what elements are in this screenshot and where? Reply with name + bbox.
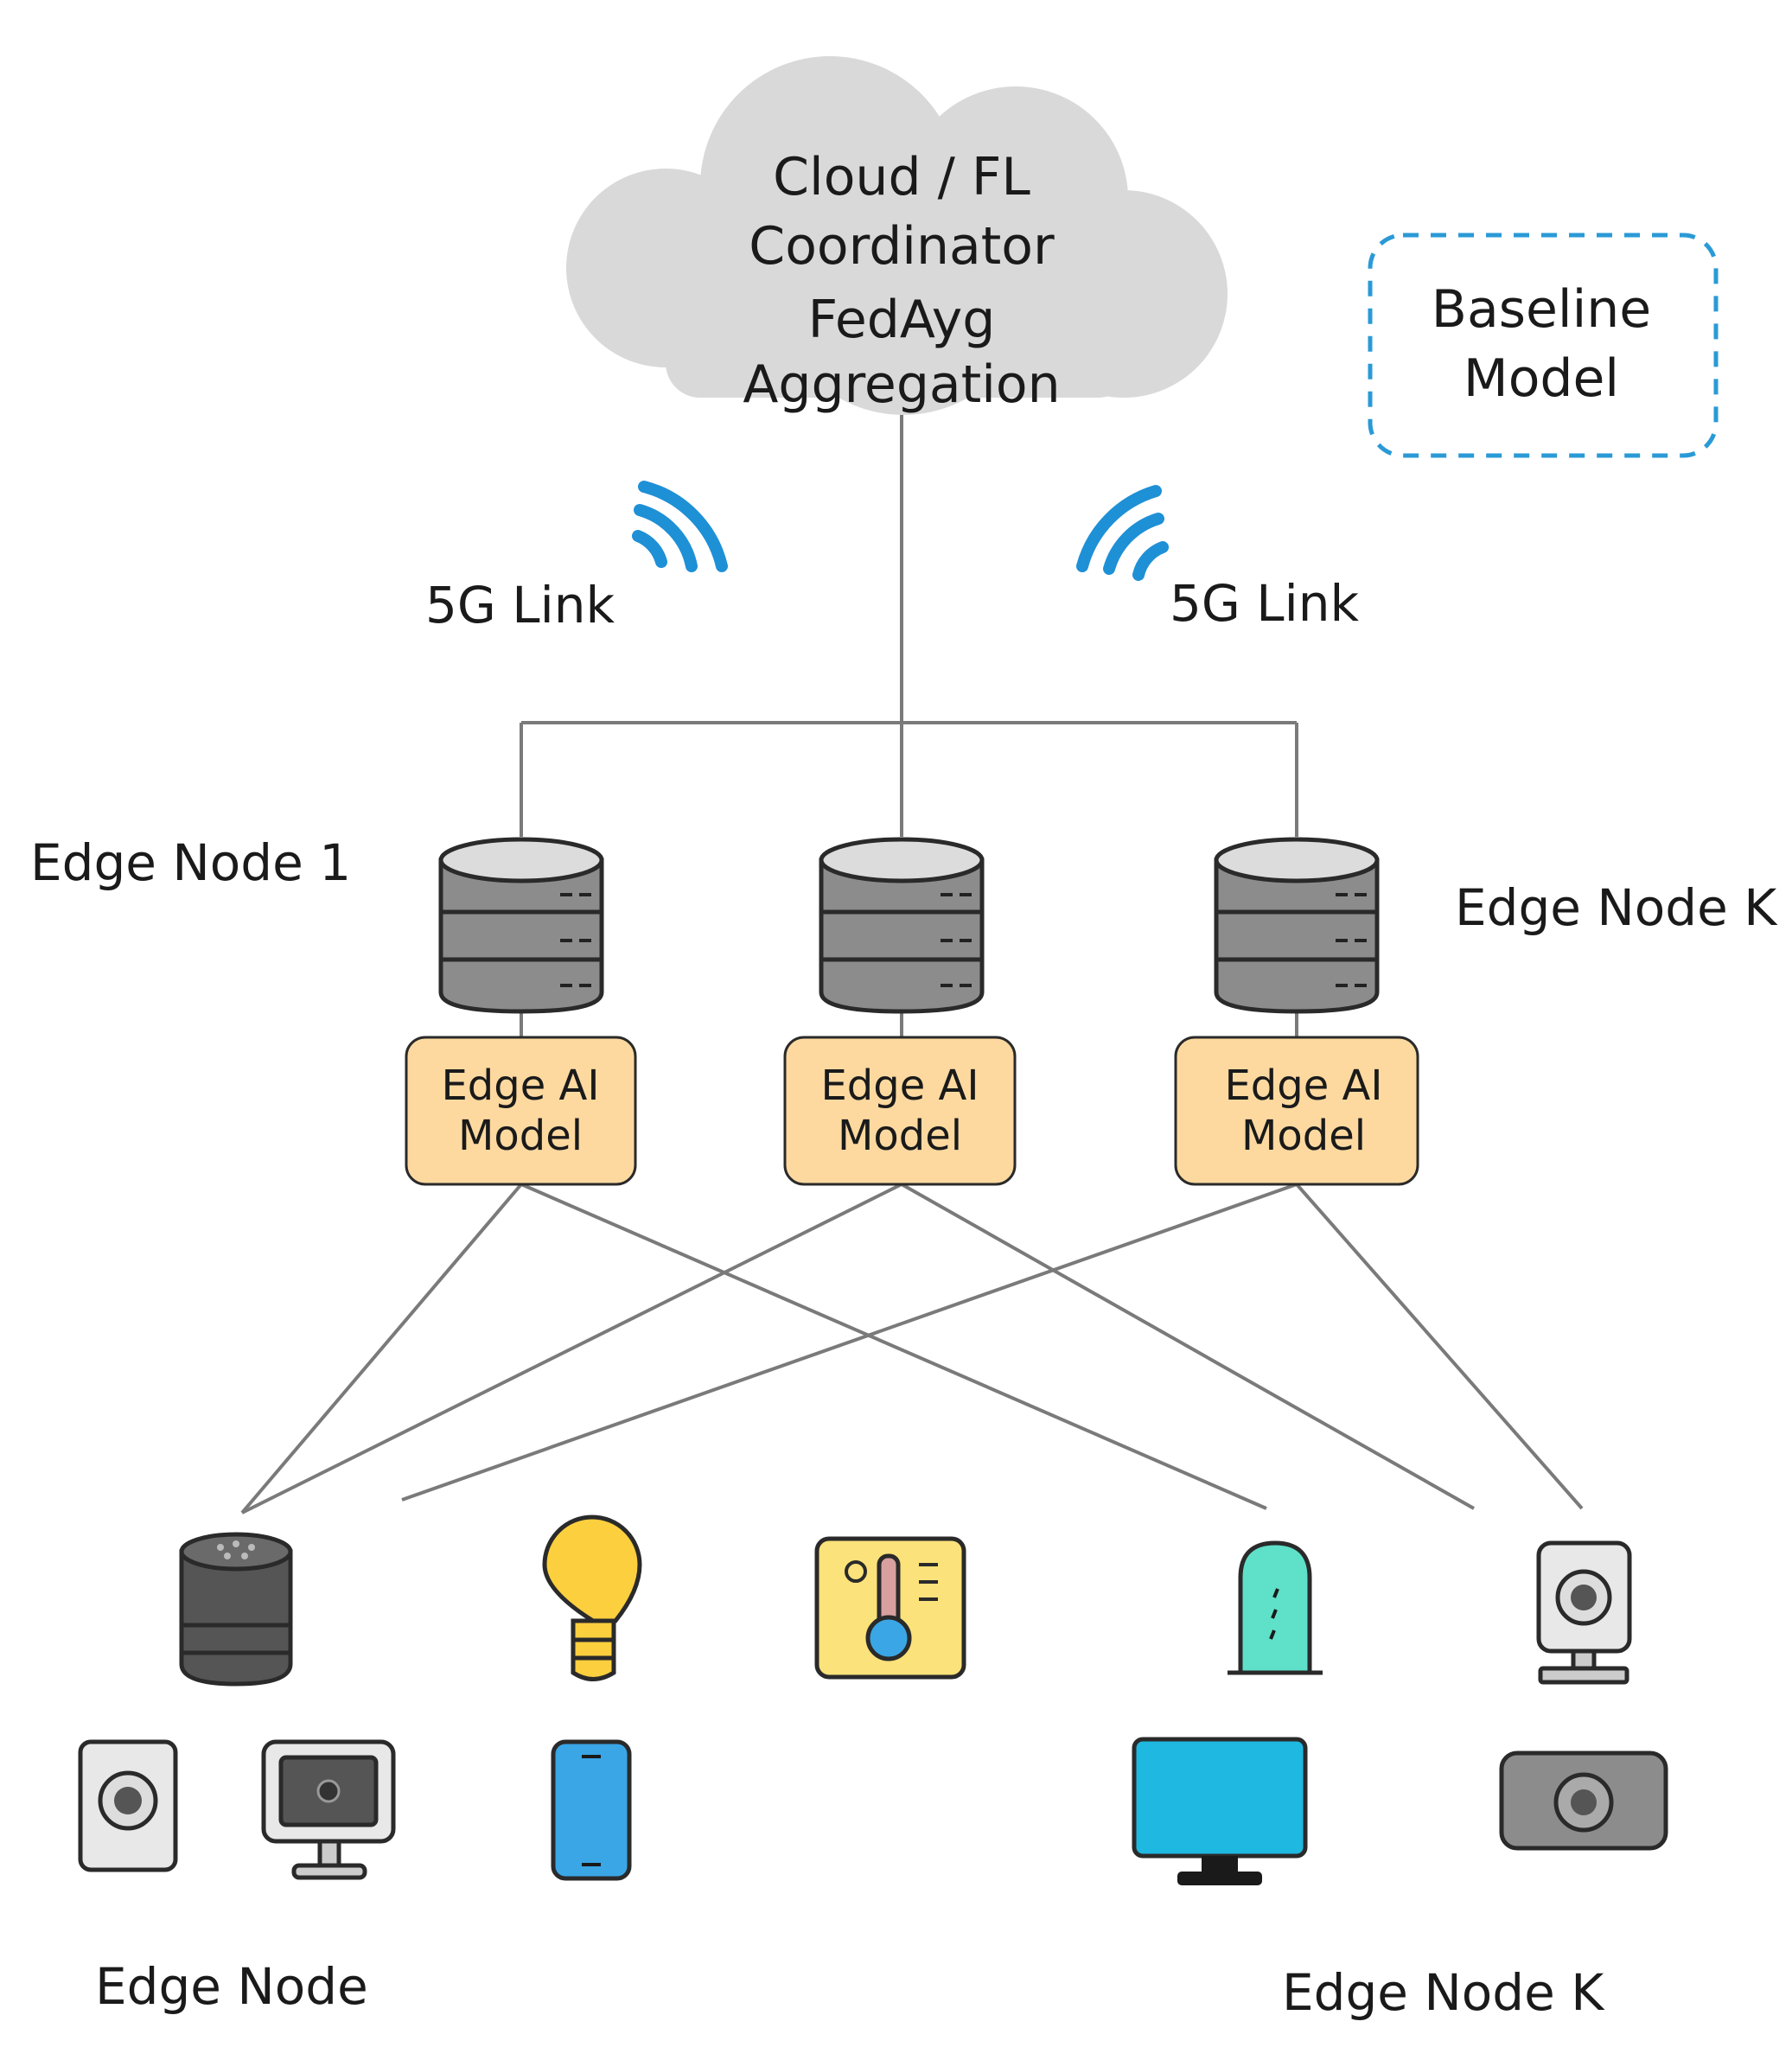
cloud-title-line4: Aggregation xyxy=(743,354,1060,415)
smartphone-icon xyxy=(551,1739,632,1881)
wifi-icon xyxy=(632,481,728,572)
router-icon xyxy=(1228,1540,1323,1675)
camera-icon xyxy=(1499,1750,1668,1851)
edge-ai-model-box: Edge AI Model xyxy=(405,1036,637,1186)
computer-icon xyxy=(261,1739,396,1880)
model-line1: Edge AI xyxy=(441,1062,599,1110)
model-line1: Edge AI xyxy=(1224,1062,1382,1110)
model-line2: Model xyxy=(838,1112,962,1160)
network-lines xyxy=(240,415,1584,1515)
model-line2: Model xyxy=(458,1112,583,1160)
server-icon xyxy=(438,837,604,1014)
wifi-icon xyxy=(1076,485,1169,581)
5g-link-right-label: 5G Link xyxy=(1170,574,1359,633)
cloud-icon xyxy=(566,56,1228,415)
speaker-icon xyxy=(78,1739,178,1872)
thermostat-icon xyxy=(814,1536,966,1680)
edge-node-1-label: Edge Node 1 xyxy=(30,833,351,892)
light-bulb-icon xyxy=(542,1515,642,1681)
edge-node-k-label: Edge Node K xyxy=(1455,878,1778,937)
baseline-line2: Model xyxy=(1464,348,1619,409)
model-line2: Model xyxy=(1241,1112,1366,1160)
cloud-title-line1: Cloud / FL xyxy=(773,147,1030,207)
server-icon xyxy=(819,837,985,1014)
edge-ai-model-box: Edge AI Model xyxy=(1174,1036,1419,1186)
cloud-title-line3: FedAyg xyxy=(808,290,996,350)
edge-node-bottom-label: Edge Node xyxy=(95,1957,368,2016)
monitor-icon xyxy=(1132,1737,1308,1885)
baseline-line1: Baseline xyxy=(1432,279,1651,340)
baseline-model-box: Baseline Model xyxy=(1368,233,1719,458)
security-camera-icon xyxy=(1536,1540,1632,1685)
cloud-title-line2: Coordinator xyxy=(749,216,1055,277)
model-line1: Edge AI xyxy=(820,1062,979,1110)
5g-link-left-label: 5G Link xyxy=(425,576,615,635)
smart-speaker-icon xyxy=(179,1532,293,1687)
server-icon xyxy=(1214,837,1380,1014)
edge-node-k-bottom-label: Edge Node K xyxy=(1282,1963,1605,2022)
edge-ai-model-box: Edge AI Model xyxy=(783,1036,1017,1186)
cloud-coordinator: Cloud / FL Coordinator FedAyg Aggregatio… xyxy=(566,56,1228,415)
